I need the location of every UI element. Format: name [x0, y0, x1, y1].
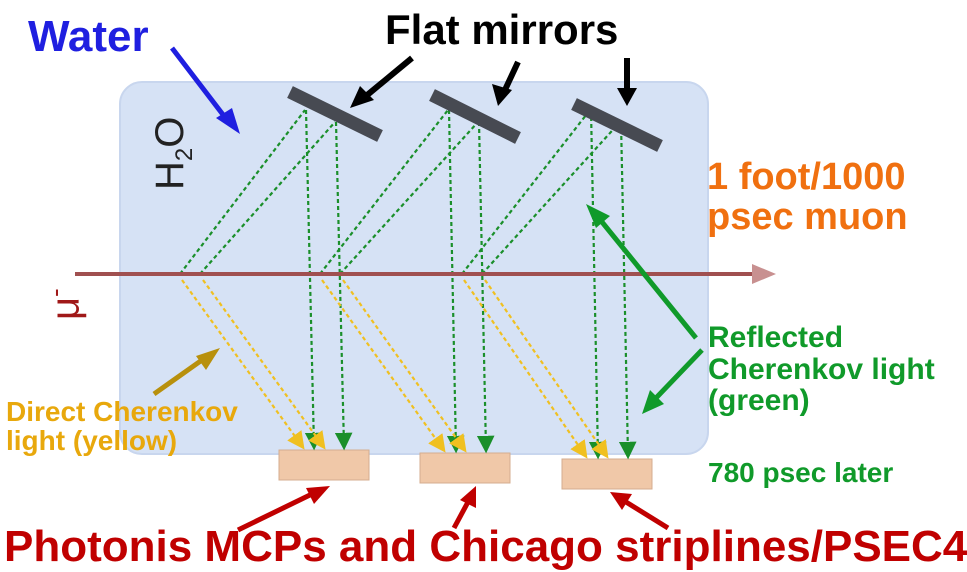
mirror-3	[571, 98, 663, 152]
direct-light-label: Direct Cherenkov light (yellow)	[6, 397, 238, 456]
reflected-line-1: Reflected	[708, 321, 844, 354]
detector-3	[561, 458, 653, 490]
muon-symbol-label: μ-	[40, 288, 88, 320]
direct-line-2: light (yellow)	[6, 425, 178, 457]
photonis-label: Photonis MCPs and Chicago striplines/PSE…	[4, 522, 967, 571]
reflected-light-label: Reflected Cherenkov light (green)	[708, 322, 935, 417]
detector-1	[278, 449, 370, 481]
water-label: Water	[28, 12, 149, 61]
direct-line-1: Direct Cherenkov	[6, 396, 238, 427]
delay-label: 780 psec later	[708, 457, 894, 488]
flat-mirrors-label: Flat mirrors	[385, 6, 619, 53]
water-tank	[119, 81, 709, 455]
green-diagonal-rays	[179, 109, 621, 275]
mirror-2	[429, 89, 521, 144]
yellow-direct-rays	[181, 279, 609, 459]
reflected-line-2: Cherenkov light	[708, 352, 935, 386]
detector-2	[419, 452, 511, 484]
muon-track	[75, 264, 776, 284]
h2o-label: H2O	[148, 116, 198, 190]
direct-arrow	[152, 348, 220, 397]
muon-speed-line-1: 1 foot/1000	[707, 156, 906, 198]
reflected-arrows	[586, 204, 704, 414]
photonis-arrows	[236, 486, 670, 533]
mirror-pointer-arrows	[350, 55, 637, 108]
muon-speed-line-2: psec muon	[707, 195, 908, 238]
water-arrow	[170, 46, 240, 134]
mirror-1	[287, 86, 383, 142]
reflected-line-3: (green)	[708, 384, 810, 417]
muon-speed-label: 1 foot/1000 psec muon	[707, 156, 908, 238]
green-vertical-rays	[304, 109, 637, 460]
